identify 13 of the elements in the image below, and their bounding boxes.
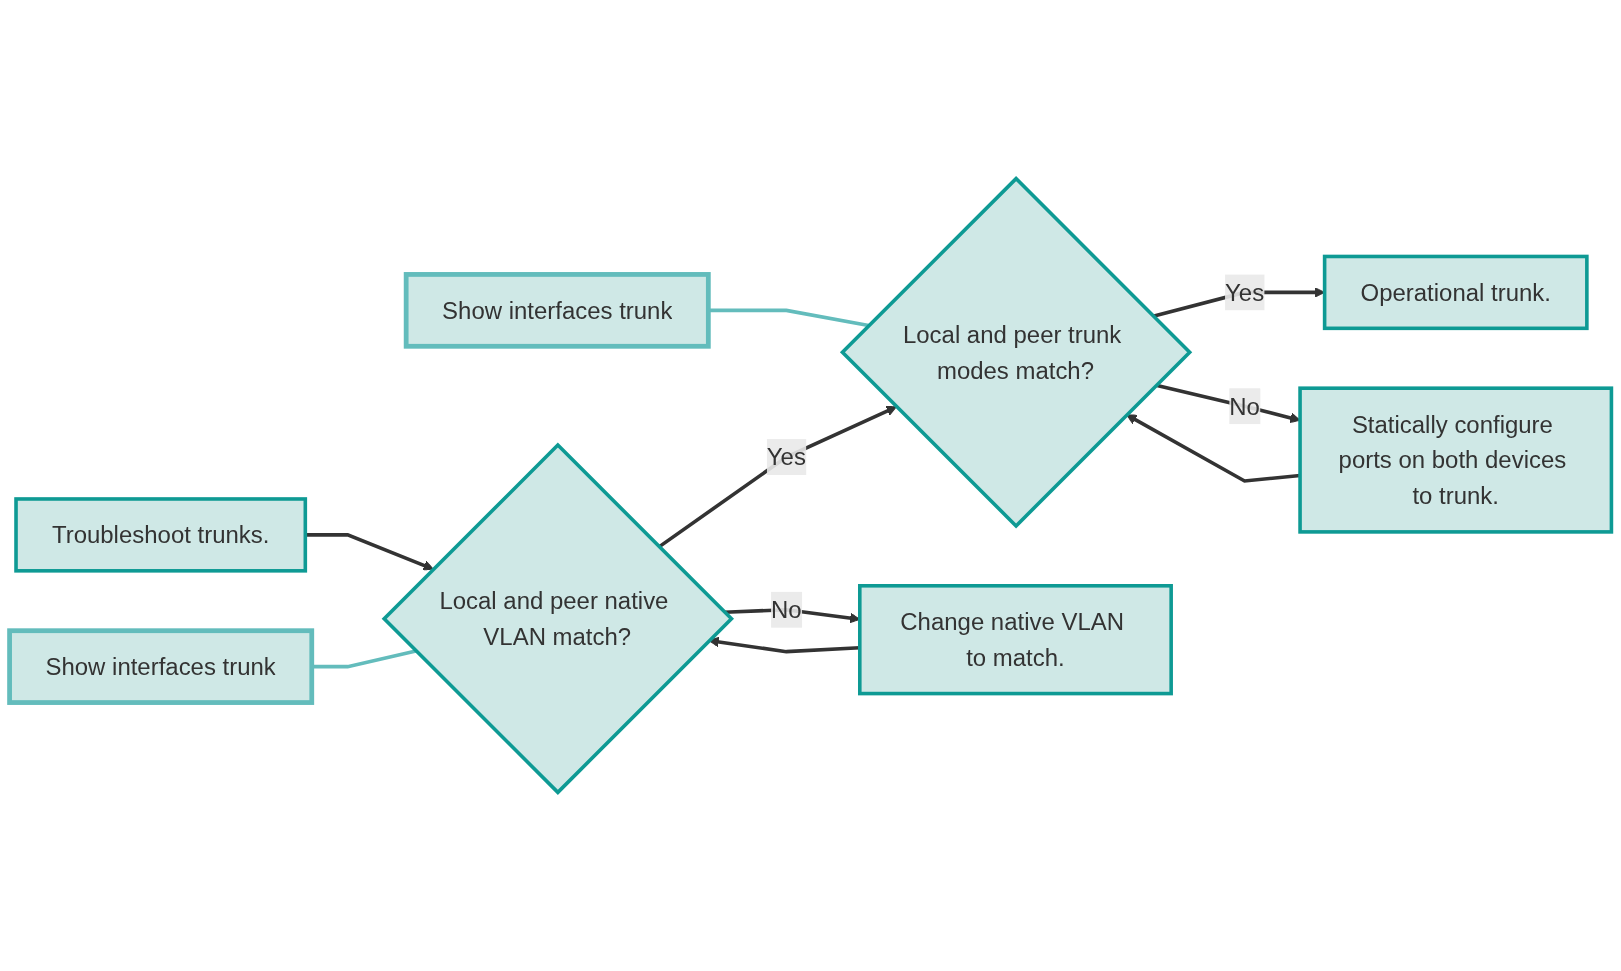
- node-box: Show interfaces trunk: [403, 272, 711, 349]
- node-box: Troubleshoot trunks.: [14, 497, 308, 573]
- node-box: Change native VLAN to match.: [858, 584, 1173, 696]
- node-diamond: Local and peer trunk modes match?: [839, 176, 1193, 529]
- node-box: Show interfaces trunk: [7, 628, 315, 705]
- node-box: Operational trunk.: [1322, 254, 1589, 331]
- edge-label: Yes: [1225, 279, 1265, 306]
- edge-label: No: [1229, 392, 1260, 420]
- node-box: Statically configure ports on both devices to trunk.: [1298, 386, 1614, 534]
- arrow: [658, 405, 897, 549]
- edge-label: No: [771, 596, 802, 623]
- node-diamond: Local and peer native VLAN match?: [381, 442, 735, 795]
- edge-label: Yes: [766, 443, 806, 471]
